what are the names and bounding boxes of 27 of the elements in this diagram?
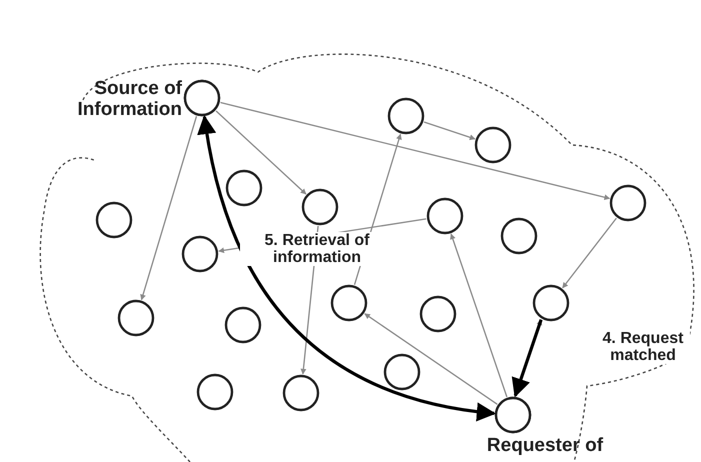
network-node <box>609 184 647 222</box>
network-node <box>330 284 368 322</box>
network-node <box>532 284 570 322</box>
node-label: Source of Information <box>76 78 182 120</box>
network-node <box>426 197 464 235</box>
network-node <box>301 188 339 226</box>
network-node <box>196 373 234 411</box>
network-node <box>181 235 219 273</box>
network-node <box>474 126 512 164</box>
network-node <box>95 201 133 239</box>
network-node <box>225 169 263 207</box>
arrow <box>216 110 306 195</box>
arrow <box>424 121 476 140</box>
network-node <box>500 217 538 255</box>
network-node <box>117 299 155 337</box>
arrow <box>198 114 496 421</box>
network-node <box>282 374 320 412</box>
arrow <box>364 313 498 405</box>
network-node <box>224 306 262 344</box>
arrow <box>220 102 610 200</box>
arrow <box>140 116 198 300</box>
network-node <box>387 97 425 135</box>
network-node <box>419 295 457 333</box>
network-node <box>383 353 421 391</box>
arrow <box>562 218 617 288</box>
arrow <box>450 233 508 398</box>
node-label: Requester of <box>486 435 604 456</box>
